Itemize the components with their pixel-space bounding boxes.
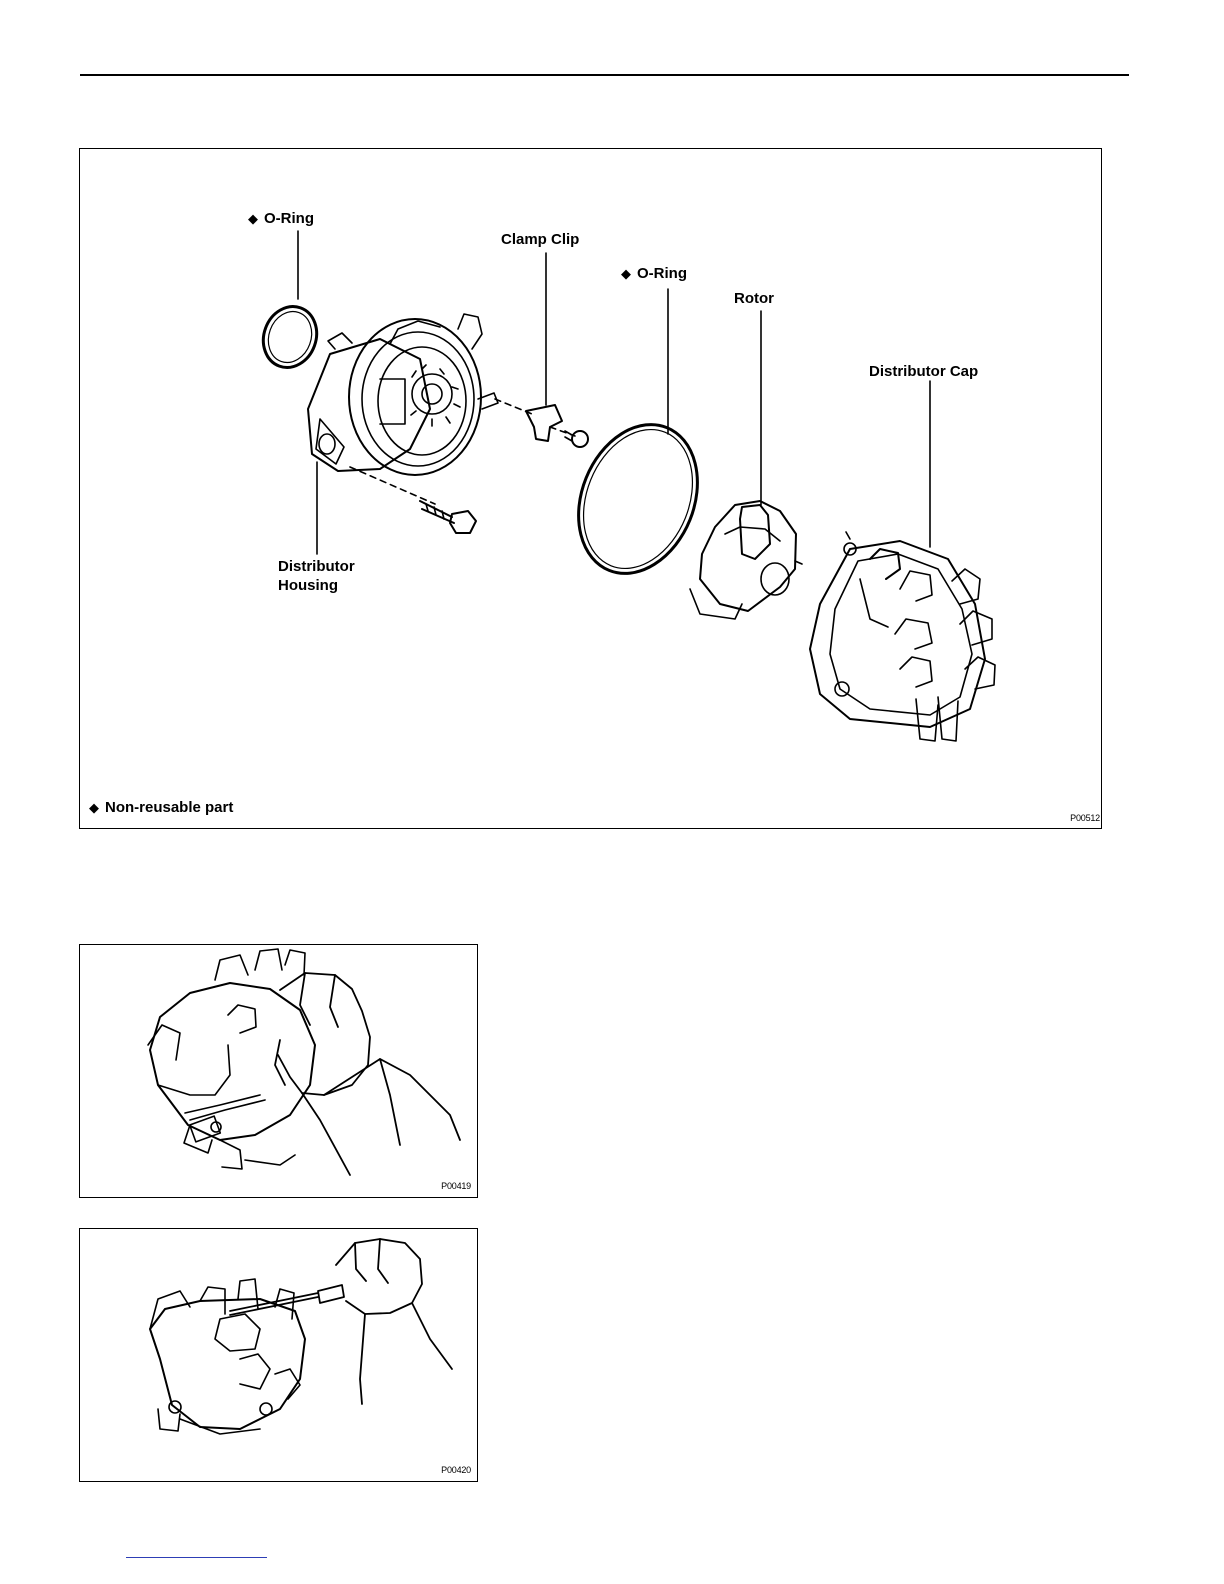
figure-screwdriver: P00420 [79, 1228, 478, 1482]
label-rotor: Rotor [734, 289, 774, 308]
figure-code: P00512 [1070, 813, 1100, 823]
distributor-cap-drawing [810, 532, 995, 741]
label-text: Distributor Cap [869, 363, 978, 380]
distributor-drawing [150, 1279, 305, 1434]
distributor-drawing [148, 949, 315, 1169]
hand-drawing [336, 1239, 452, 1404]
top-rule [80, 74, 1129, 76]
label-text: O-Ring [637, 265, 687, 282]
rotor-drawing [690, 501, 802, 619]
screwdriver-illustration [80, 1229, 478, 1482]
figure-code: P00419 [441, 1181, 471, 1191]
non-reusable-icon: ◆ [248, 211, 258, 226]
hand-drawing [275, 973, 460, 1175]
label-text: Clamp Clip [501, 231, 579, 248]
label-distributor-cap: Distributor Cap [869, 362, 978, 381]
label-text: Distributor [278, 557, 355, 576]
label-text: Housing [278, 576, 355, 595]
label-o-ring-large: ◆ O-Ring [621, 264, 687, 283]
figure-code: P00420 [441, 1465, 471, 1475]
label-text: O-Ring [264, 210, 314, 227]
label-o-ring-left: ◆ O-Ring [248, 209, 314, 228]
o-ring-large [557, 407, 719, 592]
footer-link-underline[interactable] [126, 1557, 267, 1558]
exploded-view-figure: ◆ O-Ring Clamp Clip ◆ O-Ring Rotor Distrib… [79, 148, 1102, 829]
remove-cap-illustration [80, 945, 478, 1198]
non-reusable-icon: ◆ [89, 800, 99, 815]
label-clamp-clip: Clamp Clip [501, 230, 579, 249]
distributor-housing-drawing [308, 314, 498, 475]
bolt-drawing [420, 501, 476, 533]
label-distributor-housing: Distributor Housing [278, 557, 355, 595]
o-ring-left [255, 299, 325, 375]
legend-non-reusable: ◆ Non-reusable part [89, 798, 233, 817]
non-reusable-icon: ◆ [621, 266, 631, 281]
clamp-clip-drawing [526, 405, 562, 441]
label-text: Rotor [734, 290, 774, 307]
figure-remove-cap: P00419 [79, 944, 478, 1198]
legend-text: Non-reusable part [105, 799, 233, 816]
exploded-view-illustration [80, 149, 1102, 829]
small-screw-drawing [565, 431, 588, 447]
